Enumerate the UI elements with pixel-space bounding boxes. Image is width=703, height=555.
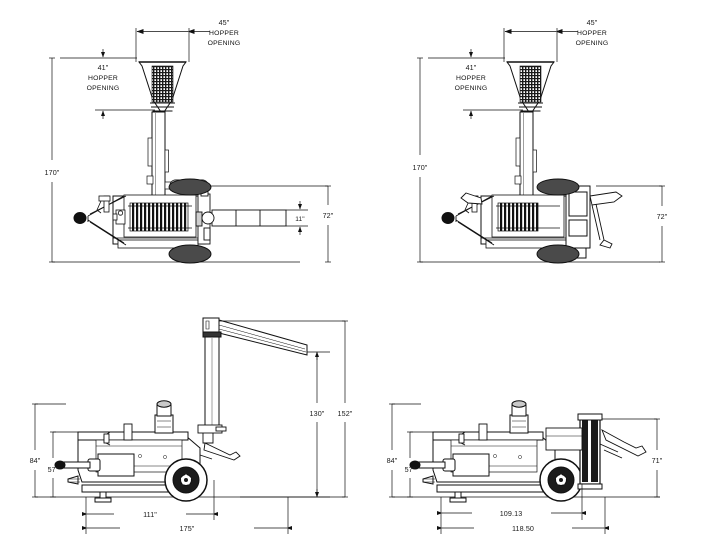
hopper-box-right (545, 427, 583, 451)
top-tank-left (154, 400, 174, 434)
dim-machine-height-left (210, 185, 331, 263)
control-bracket-left (103, 423, 133, 446)
hopper-grate-left (151, 65, 174, 103)
dim-machine-height-right (596, 185, 665, 263)
label-ground-clearance-left: 11" (295, 216, 305, 223)
dim-chassis-length-left (82, 480, 218, 520)
label-height-84-left: 84" (30, 456, 41, 465)
dim-mast-height-right (602, 418, 660, 498)
support-arm-right (589, 191, 623, 249)
label-hopper-side-width-left: 41" (98, 63, 109, 72)
pump-cylinder-right (409, 453, 490, 477)
control-valve-left (112, 209, 126, 225)
placing-boom-left (202, 317, 308, 356)
hopper-funnel-right (506, 61, 555, 113)
dim-hopper-side-width-left (60, 49, 155, 119)
wheels-right (536, 178, 580, 264)
label-mast-height-right: 71" (652, 456, 663, 465)
dim-height-84-left (32, 403, 66, 498)
dim-overall-length-left (82, 497, 292, 534)
machine-side-view-left (35, 400, 345, 503)
view-top-left: 45" HOPPER OPENING 41" HOPPER OPENING 17… (45, 18, 334, 264)
wheel-bottom-left (164, 458, 208, 502)
label-hopper-side-note2-right: OPENING (455, 85, 488, 92)
machine-side-view-right (392, 400, 660, 503)
label-machine-height-left: 72" (323, 211, 334, 220)
control-bracket-right (458, 423, 488, 446)
stowed-mast-right (577, 413, 603, 490)
dim-height-57-right (407, 431, 435, 498)
chassis-body-left (112, 194, 206, 249)
label-height-84-right: 84" (387, 456, 398, 465)
label-overall-height-right: 170" (413, 163, 428, 172)
label-hopper-side-note1-right: HOPPER (456, 75, 486, 82)
hitch-ball-right (441, 212, 455, 224)
chassis-body-right (480, 194, 574, 249)
hopper-funnel-left (138, 61, 187, 113)
view-bottom-left: 84" 57" 130" 152" (30, 317, 353, 534)
label-hopper-top-note1-left: HOPPER (209, 30, 239, 37)
jack-assembly-left (96, 195, 111, 214)
body-bottom-right (432, 431, 556, 483)
label-boom-height-left: 130" (310, 409, 325, 418)
label-height-57-left: 57" (48, 465, 59, 474)
top-tank-right (509, 400, 529, 434)
label-hopper-top-width-left: 45" (219, 18, 230, 27)
label-chassis-length-right: 109.13 (500, 509, 523, 518)
view-top-right: 45" HOPPER OPENING 41" HOPPER OPENING 17… (413, 18, 668, 264)
machine-front-view-right (420, 61, 660, 264)
rear-outrigger-right (599, 429, 647, 459)
label-chassis-length-left: 111" (143, 510, 157, 519)
dim-hopper-top-width-left (135, 28, 210, 62)
label-hopper-side-note2-left: OPENING (87, 85, 120, 92)
dim-boom-height-left (240, 351, 330, 498)
label-overall-length-left: 175" (180, 524, 195, 533)
discharge-chute-left (201, 209, 287, 241)
wheels-left (168, 178, 212, 264)
label-hopper-side-width-right: 41" (466, 63, 477, 72)
machine-front-view-left (52, 61, 300, 264)
label-machine-height-right: 72" (657, 212, 668, 221)
dim-chassis-length-right (437, 484, 586, 520)
dim-height-84-right (389, 403, 421, 498)
mixer-coil-left (129, 202, 189, 232)
dim-hopper-side-width-right (428, 49, 523, 119)
dim-hopper-top-width-right (503, 28, 578, 62)
wheel-bottom-right (539, 458, 583, 502)
label-overall-height-left: 170" (45, 168, 60, 177)
dim-height-57-left (50, 431, 80, 498)
boom-base-bracket-left (197, 424, 227, 434)
dim-ground-clearance-left (286, 201, 308, 235)
mast-column-bottom-left (204, 336, 220, 430)
dim-overall-height-bottom-left (219, 320, 348, 498)
view-bottom-right: 84" 57" 71" 109.13 (387, 400, 663, 534)
label-height-57-right: 57" (405, 465, 416, 474)
hopper-grate-right (519, 65, 542, 103)
label-hopper-top-note2-left: OPENING (208, 40, 241, 47)
left-support-arm-right (460, 192, 483, 205)
label-overall-height-bottom-left: 152" (338, 409, 353, 418)
dim-overall-length-right (437, 497, 609, 534)
label-overall-length-right: 118.50 (512, 524, 534, 533)
label-hopper-top-width-right: 45" (587, 18, 598, 27)
label-hopper-top-note2-right: OPENING (576, 40, 609, 47)
pump-cylinder-left (54, 453, 135, 477)
mixer-coil-right (497, 202, 539, 232)
trailer-frame-right (422, 475, 556, 503)
label-hopper-top-note1-right: HOPPER (577, 30, 607, 37)
hitch-ball-left (73, 212, 87, 224)
label-hopper-side-note1-left: HOPPER (88, 75, 118, 82)
